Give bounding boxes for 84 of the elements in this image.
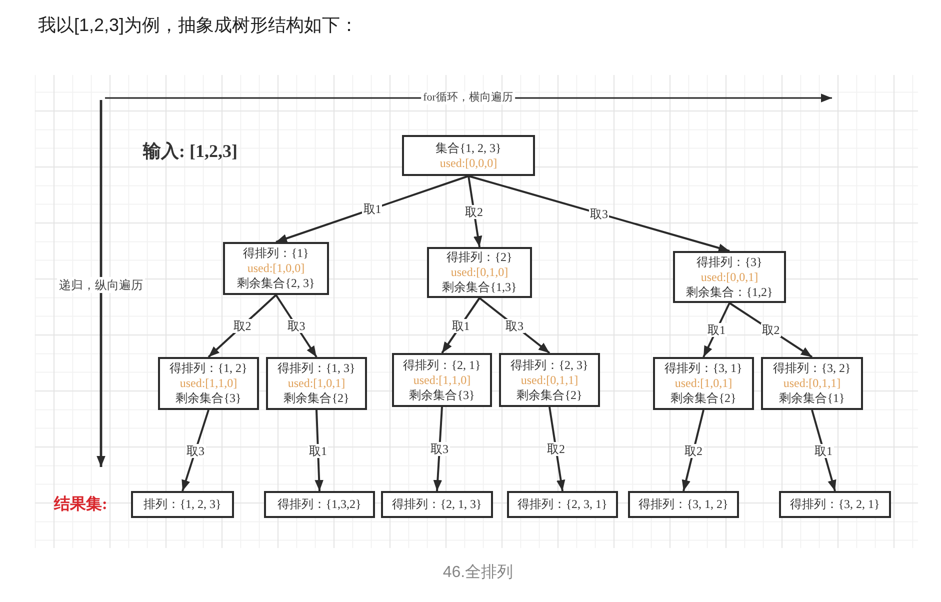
axis-label: 递归，纵向遍历 [57,277,145,293]
edge-label: 取2 [760,323,781,337]
tree-node-box [266,357,367,410]
edge-label: 取2 [464,204,484,218]
arrow [275,294,318,358]
tree-node-box [402,135,535,176]
used-array-text: used:[0,1,0] [450,265,508,280]
node-text: 得排列：{3, 2, 1} [790,497,880,512]
node-text: 得排列：{3, 1, 2} [638,497,728,512]
edge-label: 取3 [589,206,609,220]
tree-node-box [653,357,754,410]
title: 我以[1,2,3]为例，抽象成树形结构如下： [38,14,358,37]
node-text: 剩余集合：{1,2} [686,284,773,300]
input-label: 输入: [1,2,3] [143,140,238,163]
arrow [468,175,730,252]
used-array-text: used:[0,1,1] [520,372,578,388]
node-text: 剩余集合{2, 3} [237,276,315,291]
node-text: 集合{1, 2, 3} [436,140,502,156]
node-text: 得排列：{2, 3} [510,358,588,372]
node-text: 剩余集合{2} [516,388,582,402]
arrow [314,410,324,492]
node-text: 得排列：{2, 3, 1} [518,497,608,512]
node-text: 得排列：{3} [696,254,762,270]
arrow [433,406,443,492]
node-text: 得排列：{2} [446,250,512,265]
tree-node-box [628,491,739,518]
node-text: 得排列：{2, 1, 3} [392,497,482,512]
edge-label: 取3 [286,319,306,333]
node-text: 得排列：{1, 3} [278,361,356,376]
node-text: 得排列：{2, 1} [403,358,481,372]
used-array-text: used:[1,1,0] [413,372,471,388]
used-array-text: used:[1,0,1] [288,376,346,391]
arrow [276,175,469,243]
tree-node-box [223,242,329,295]
edge-label: 取1 [362,202,382,216]
tree-node-box [673,251,786,303]
node-text: 剩余集合{2} [670,391,736,406]
node-text: 剩余集合{3} [176,391,242,406]
node-text: 得排列：{3, 1} [664,361,742,376]
edge-label: 取2 [546,442,566,456]
edge-label: 取3 [504,318,524,332]
axis-label: for循环，横向遍历 [421,92,515,104]
tree-node-box [392,353,492,407]
arrow [548,406,566,492]
used-array-text: used:[1,0,0] [247,261,305,276]
used-array-text: used:[1,0,1] [674,376,732,391]
edge-label: 取1 [814,444,834,458]
tree-node-box [779,491,891,518]
tree-node-box [499,353,600,407]
edge-label: 取1 [308,444,328,458]
tree-node-box [427,247,532,298]
node-text: 剩余集合{2} [284,391,350,406]
used-array-text: used:[0,0,1] [700,270,758,284]
tree-node-box [507,491,618,518]
tree-node-box [131,491,234,518]
tree-node-box [158,357,259,410]
arrow [208,294,277,358]
edge-label: 取1 [706,323,726,337]
arrow [468,176,482,248]
arrow [811,410,836,492]
edge-label: 取3 [186,444,206,458]
used-array-text: used:[0,0,0] [440,156,498,170]
tree-node-box [381,491,493,518]
arrow [682,410,704,492]
edge-label: 取1 [450,318,471,332]
used-array-text: used:[0,1,1] [783,376,841,391]
edge-label: 取2 [684,444,704,458]
node-text: 得排列：{3, 2} [773,361,851,376]
tree-node-box [761,357,863,410]
node-text: 剩余集合{1,3} [442,280,517,295]
edge-label: 取3 [430,442,450,456]
node-text: 剩余集合{3} [409,388,475,402]
used-array-text: used:[1,1,0] [180,376,238,391]
node-text: 得排列：{1,3,2} [278,497,362,512]
caption: 46.全排列 [442,563,514,583]
arrow [728,302,813,358]
node-text: 得排列：{1, 2} [170,361,248,376]
node-text: 剩余集合{1} [779,391,845,406]
edge-label: 取2 [232,319,252,333]
arrow [478,297,550,354]
node-text: 排列：{1, 2, 3} [144,497,222,512]
result-set-label: 结果集: [54,494,108,515]
node-text: 得排列：{1} [243,246,309,261]
tree-node-box [264,491,375,518]
